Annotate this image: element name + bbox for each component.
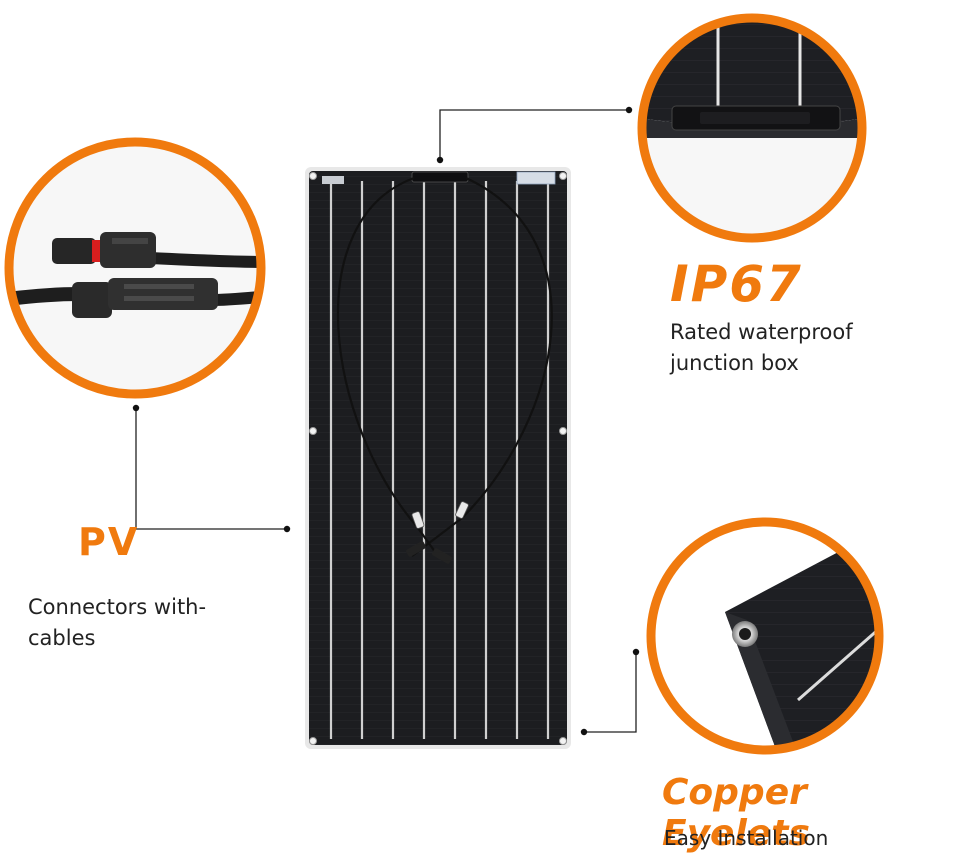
junction-box-description: Rated waterproof junction box <box>670 320 853 375</box>
leader-line-pv <box>135 408 287 530</box>
connector-cable-top <box>149 252 261 268</box>
pv-description: Connectors with-cables <box>28 595 207 650</box>
panel-label-left <box>322 176 344 184</box>
panel-connectors <box>406 501 469 564</box>
leader-dots <box>132 106 640 736</box>
leader-line-eyelets <box>584 652 637 733</box>
copper-eyelets-description: Easy Installation <box>664 826 829 850</box>
panel-eyelets <box>309 172 567 745</box>
zoom-circle-junction-box <box>637 13 867 243</box>
panel-label-right <box>516 171 556 185</box>
pv-title: PV <box>78 520 140 564</box>
zoom-circle-pv-connectors <box>4 137 266 399</box>
mc4-connector-top <box>52 232 156 268</box>
panel-surface <box>309 171 567 745</box>
zoom-circle-copper-eyelets <box>646 517 884 755</box>
mc4-connector-bottom <box>72 278 218 318</box>
ip67-title: IP67 <box>670 255 803 313</box>
junction-box <box>411 171 469 183</box>
copper-eyelets-title: Copper Eyelets <box>662 772 810 854</box>
solar-panel <box>305 167 571 749</box>
leader-line-junction-box <box>439 109 629 160</box>
leader-lines <box>135 109 637 733</box>
